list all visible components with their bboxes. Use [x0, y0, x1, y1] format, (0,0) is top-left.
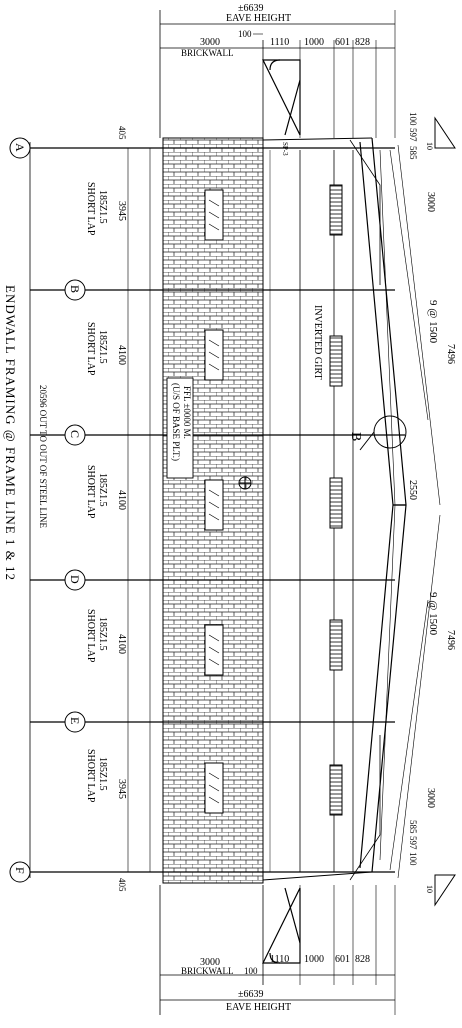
grid-label-d: D [68, 575, 82, 584]
bay-4-span: 4100 [116, 634, 127, 654]
dim-1000-top: 1000 [304, 37, 324, 48]
rafter-length-bottom: 7496 [445, 630, 456, 650]
louvre-vents [329, 184, 343, 816]
grid-label-b: B [68, 285, 82, 293]
top-dimension-block: ±6639 EAVE HEIGHT 100 3000 BRICKWALL 111… [159, 3, 396, 138]
stair-mark-label: SP-3 [281, 142, 289, 156]
bay-3-lap: SHORT LAP [85, 465, 96, 519]
eave-height-label-bottom: EAVE HEIGHT [226, 1002, 291, 1013]
rafter-seg-top: 3000 [425, 192, 436, 212]
brickwall-label-bottom: BRICKWALL [181, 966, 234, 976]
slope-bottom: 10 [425, 885, 434, 893]
dim-828-top: 828 [355, 37, 370, 48]
ffl-line-1: FFL ±0000 M. [182, 386, 192, 439]
dim-1110-bottom: 1110 [270, 954, 289, 965]
bay-5-lap: SHORT LAP [85, 749, 96, 803]
offset-dim-bottom: 100 [244, 966, 258, 976]
rafter-small-top-2: 597 [408, 128, 418, 142]
canopies [262, 59, 301, 964]
section-mark-label: B [348, 432, 363, 441]
grid-label-a: A [13, 143, 27, 152]
dim-828-bottom: 828 [355, 954, 370, 965]
section-mark-bubble [359, 415, 407, 451]
bay-5-girt: 185Z1.5 [97, 757, 108, 791]
bay-3-span: 4100 [116, 490, 127, 510]
overall-dimension: 20596 OUT TO OUT OF STEEL LINE [38, 385, 48, 529]
brickwall-windows [204, 189, 224, 814]
dim-601-bottom: 601 [335, 954, 350, 965]
slope-triangle-top [434, 116, 456, 149]
brickwall-dim-top: 3000 [200, 37, 220, 48]
girt-lines [262, 150, 354, 872]
rafter-small-top-3: 585 [408, 146, 418, 160]
ridge-dim: 2550 [407, 480, 418, 500]
grid-bubbles [9, 137, 86, 883]
rafter-small-bottom-2: 597 [408, 836, 418, 850]
dim-1110-top: 1110 [270, 37, 289, 48]
grid-label-c: C [68, 430, 82, 438]
inverted-girt-label: INVERTED GIRT [312, 305, 323, 380]
rafter-dim-line-top [389, 144, 441, 506]
rafter-spacing-bottom: 9 @ 1500 [427, 592, 439, 636]
bay-1-span: 3945 [116, 201, 127, 221]
offset-dim-top: 100 [238, 29, 252, 39]
ffl-line-2: (U/S OF BASE PLT.) [171, 383, 181, 461]
edge-offset-bottom: 405 [117, 878, 127, 892]
bay-1-lap: SHORT LAP [85, 182, 96, 236]
eave-height-value-top: ±6639 [238, 3, 264, 14]
grid-label-e: E [68, 717, 82, 724]
rafter-spacing-top: 9 @ 1500 [427, 300, 439, 344]
bay-3-girt: 185Z1.5 [97, 473, 108, 507]
slope-triangle-bottom [434, 874, 456, 907]
bay-1-girt: 185Z1.5 [97, 190, 108, 224]
edge-offset-top: 405 [117, 126, 127, 140]
drawing-title: ENDWALL FRAMING @ FRAME LINE 1 & 12 [3, 285, 18, 581]
eave-height-value-bottom: ±6639 [238, 989, 264, 1000]
bay-2-lap: SHORT LAP [85, 322, 96, 376]
dim-1000-bottom: 1000 [304, 954, 324, 965]
rafter-small-bottom-1: 585 [408, 820, 418, 834]
bottom-dimension-block: 3000 BRICKWALL 100 1110 1000 601 828 ±66… [159, 885, 396, 1015]
bay-2-girt: 185Z1.5 [97, 330, 108, 364]
brickwall-label-top: BRICKWALL [181, 48, 234, 58]
eave-height-label-top: EAVE HEIGHT [226, 13, 291, 24]
grid-label-f: F [13, 867, 27, 874]
bay-5-span: 3945 [116, 779, 127, 799]
slope-top: 10 [425, 142, 434, 150]
dim-601-top: 601 [335, 37, 350, 48]
column-symbol-icon [238, 476, 252, 490]
rafter-seg-bottom: 3000 [425, 788, 436, 808]
rafter-length-top: 7496 [445, 344, 456, 364]
bay-2-span: 4100 [116, 345, 127, 365]
rafter-small-bottom-3: 100 [408, 852, 418, 866]
rafter-small-top-1: 100 [408, 112, 418, 126]
ffl-box: FFL ±0000 M. (U/S OF BASE PLT.) [166, 377, 194, 479]
bay-4-lap: SHORT LAP [85, 609, 96, 663]
rafter-outline [262, 137, 407, 881]
bay-4-girt: 185Z1.5 [97, 617, 108, 651]
rafter-dim-line-bottom [389, 514, 441, 879]
brickwall-dim-bottom: 3000 [200, 957, 220, 968]
